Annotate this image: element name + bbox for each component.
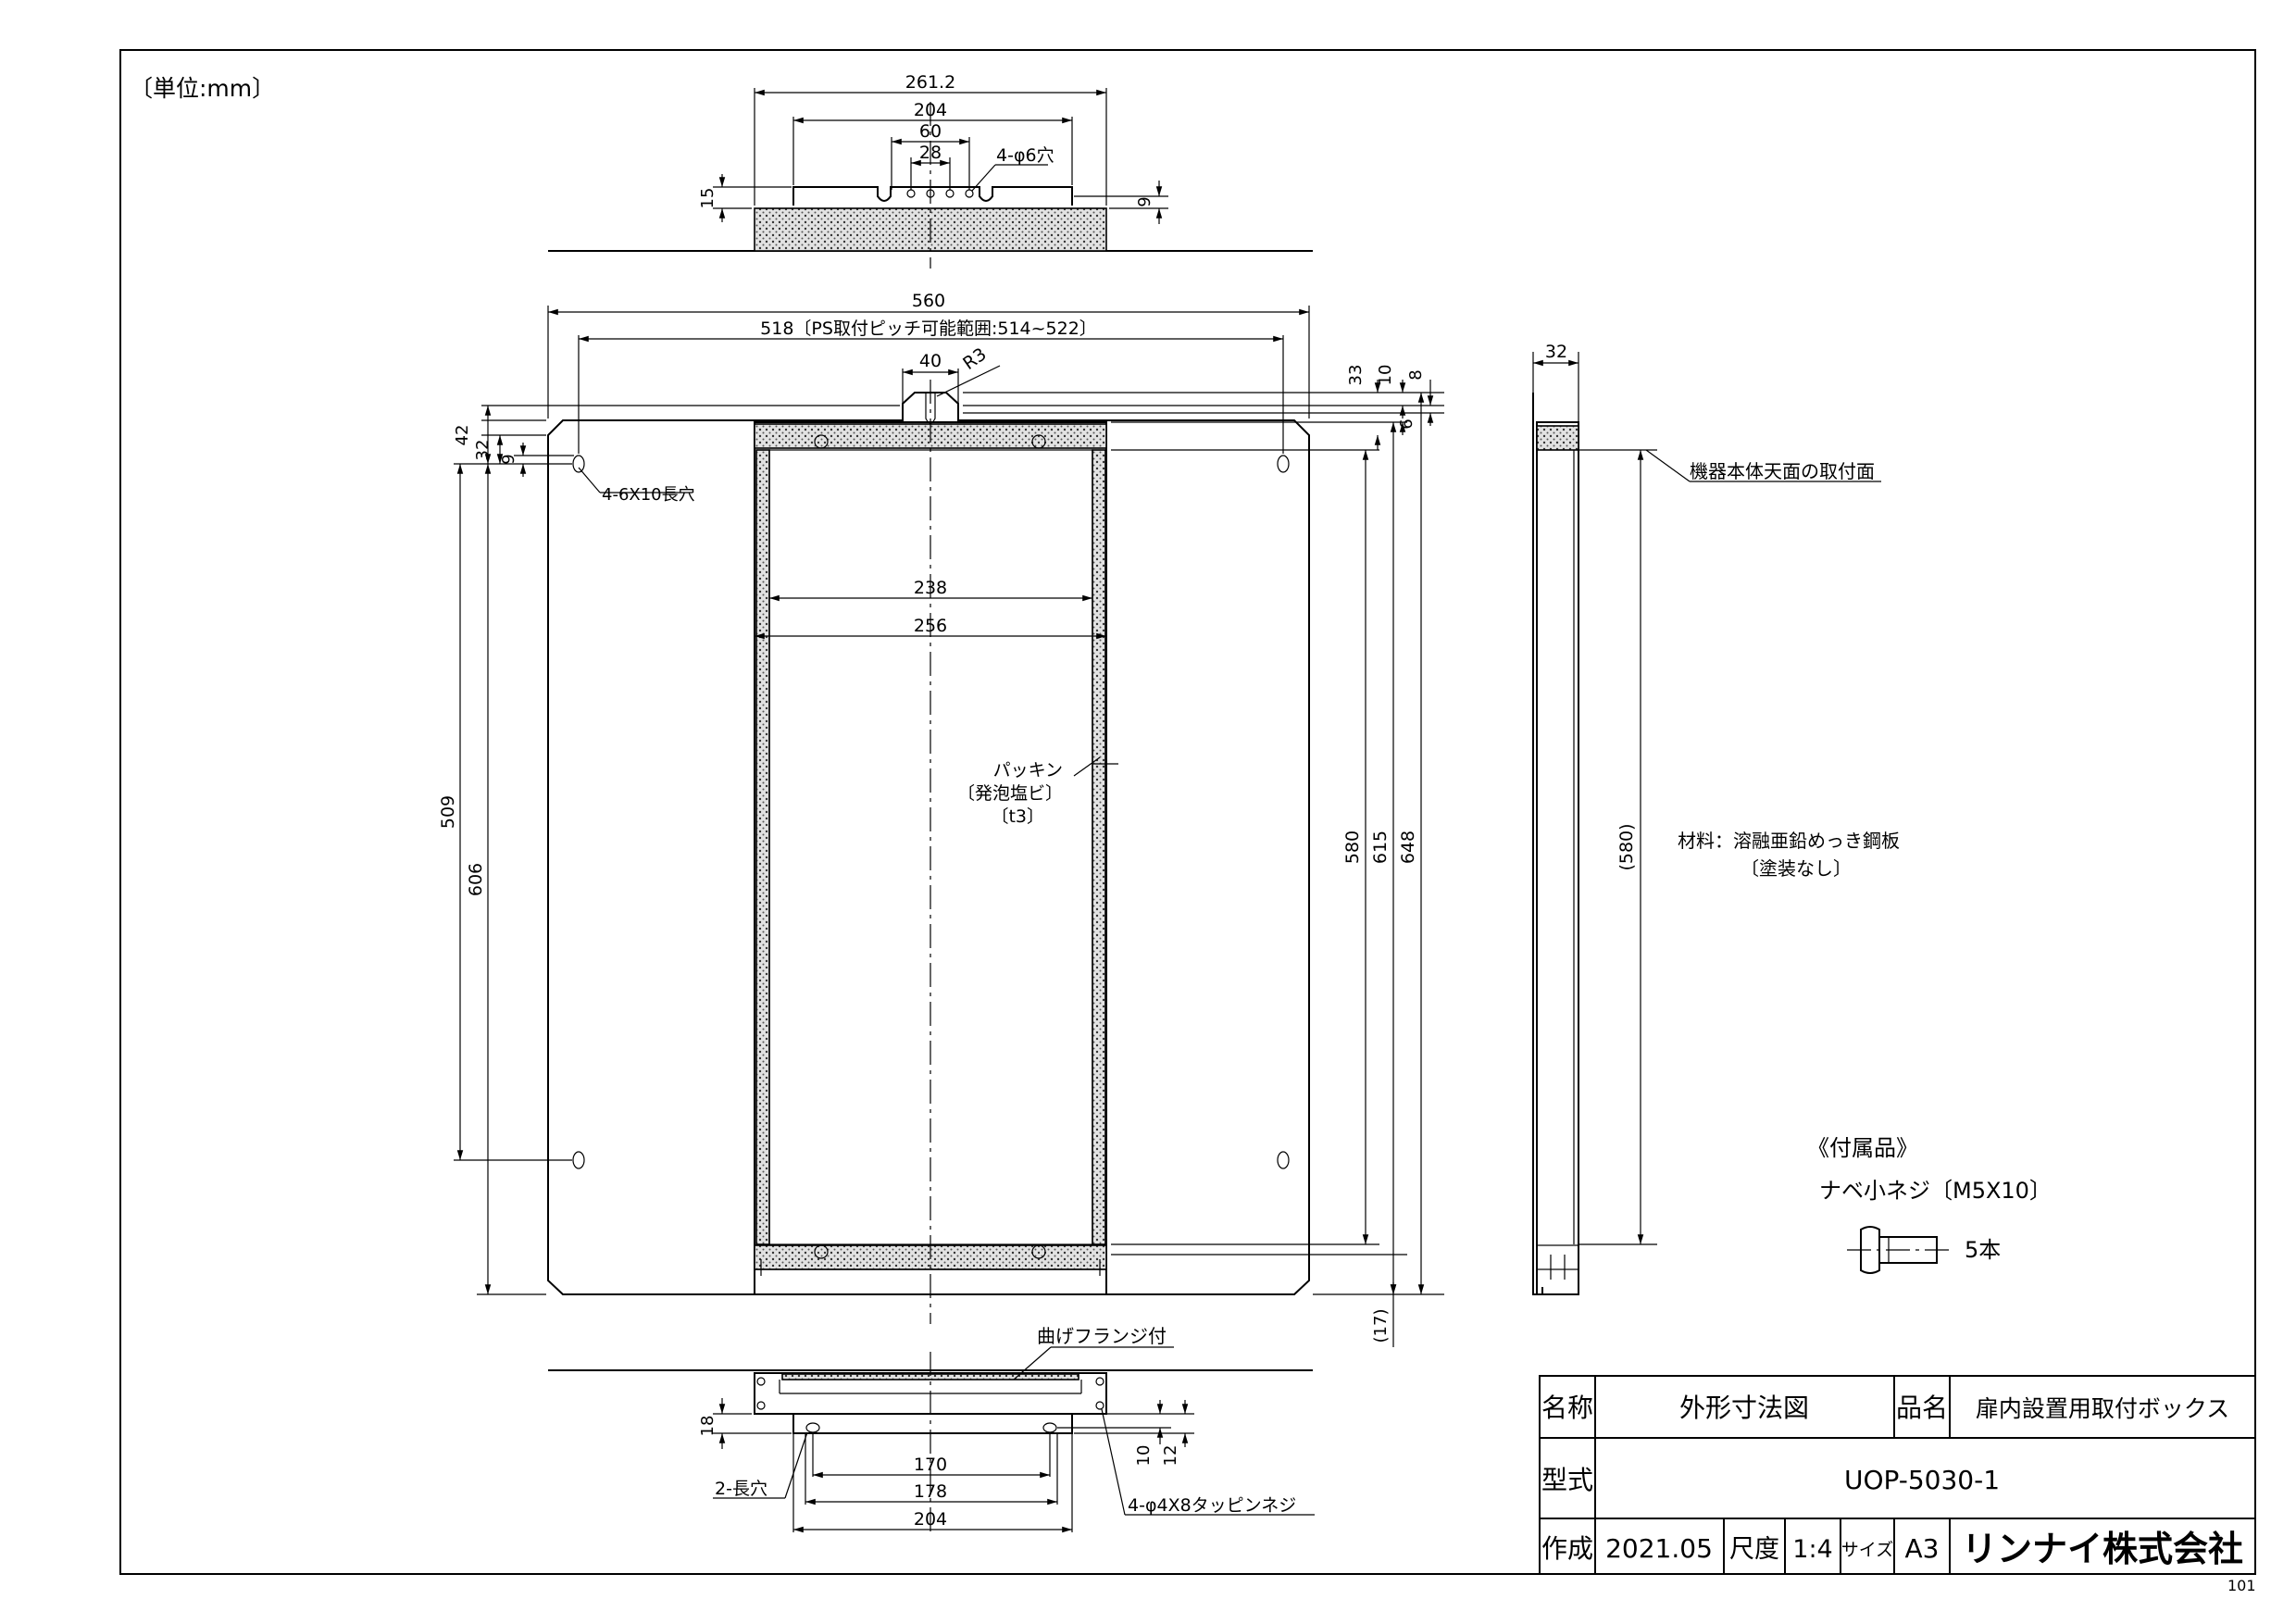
tb-model-label: 型式 [1541,1465,1593,1495]
front-dim-648: 648 [1398,831,1418,864]
side-view: 32 (580) 機器本体天面の取付面 [1532,342,1881,1295]
bottom-dim-170: 170 [914,1455,947,1475]
top-dim-9: 9 [1135,196,1154,206]
tb-size-label: サイズ [1841,1540,1893,1560]
front-dim-238: 238 [914,578,947,598]
side-dim-32: 32 [1545,342,1567,362]
tb-model-value: UOP-5030-1 [1844,1465,2000,1495]
accessory-qty: 5本 [1965,1237,2001,1263]
tb-made-label: 作成 [1541,1533,1593,1564]
bottom-view: 曲げフランジ付 18 170 178 204 10 12 2-長穴 [548,1325,1315,1537]
bottom-dim-178: 178 [914,1481,947,1502]
bottom-screw-note: 4-φ4X8タッピンネジ [1128,1495,1296,1516]
screw-icon [1860,1226,1880,1274]
top-dim-28: 28 [919,143,942,163]
bottom-dim-10: 10 [1134,1445,1154,1467]
title-block: 名称 外形寸法図 品名 扉内設置用取付ボックス 型式 UOP-5030-1 作成… [1539,1375,2256,1575]
tb-size-value: A3 [1905,1533,1940,1564]
bottom-dim-204: 204 [914,1509,947,1530]
top-dim-15: 15 [698,188,718,209]
top-hole-note: 4-φ6穴 [996,145,1054,166]
tb-product-value: 扉内設置用取付ボックス [1976,1395,2229,1422]
front-view: 560 518〔PS取付ピッチ可能範囲:514~522〕 40 R3 238 2… [438,291,1444,1347]
front-dim-580: 580 [1342,831,1363,864]
tb-company: リンナイ株式会社 [1962,1529,2243,1569]
material-note-1: 材料：溶融亜鉛めっき鋼板 [1678,830,1900,852]
top-view: 261.2 204 60 28 4-φ6穴 15 9 [548,72,1313,269]
front-dim-509: 509 [438,795,458,829]
bottom-slot-note: 2-長穴 [715,1479,767,1499]
packing-note-2: 〔発泡塩ビ〕 [957,783,1063,804]
front-dim-42: 42 [453,425,472,446]
sheet-code: 101 [2227,1577,2256,1594]
tb-product-label: 品名 [1896,1393,1948,1423]
accessory-block: 《付属品》 ナベ小ネジ〔M5X10〕 5本 [1807,1135,2052,1274]
front-dim-10: 10 [1376,365,1395,386]
material-note-2: 〔塗装なし〕 [1741,857,1852,880]
bottom-dim-12: 12 [1161,1445,1180,1467]
side-mount-note: 機器本体天面の取付面 [1690,460,1875,482]
packing-note-3: 〔t3〕 [991,806,1044,827]
unit-note: 〔単位:mm〕 [130,75,275,102]
front-dim-6: 6 [1397,418,1416,429]
sheet-border [119,49,2256,1575]
tb-name-value: 外形寸法図 [1679,1393,1809,1423]
tb-name-label: 名称 [1541,1393,1593,1423]
front-pitch-note: 518〔PS取付ピッチ可能範囲:514~522〕 [760,319,1097,339]
top-dim-261: 261.2 [905,72,955,93]
tb-made-value: 2021.05 [1605,1533,1713,1564]
accessory-item: ナベ小ネジ〔M5X10〕 [1819,1178,2052,1204]
front-notch-radius: R3 [959,344,990,375]
packing-note-1: パッキン [993,760,1063,781]
bottom-dim-18: 18 [698,1416,718,1437]
front-dim-32: 32 [473,440,493,461]
top-dim-204: 204 [914,100,947,120]
front-dim-33: 33 [1346,365,1366,386]
front-dim-8: 8 [1406,369,1426,380]
front-dim-615: 615 [1370,831,1391,864]
front-dim-17: (17) [1371,1309,1391,1343]
bottom-flange-note: 曲げフランジ付 [1037,1325,1167,1347]
front-dim-9: 9 [499,454,518,464]
front-dim-40: 40 [919,351,942,371]
tb-scale-value: 1:4 [1792,1535,1832,1564]
front-dim-560: 560 [912,291,945,311]
side-dim-580: (580) [1616,823,1637,870]
front-dim-606: 606 [466,863,486,896]
tb-scale-label: 尺度 [1729,1535,1779,1564]
front-slot-note: 4-6X10長穴 [602,485,695,505]
front-dim-256: 256 [914,616,947,636]
accessory-title: 《付属品》 [1807,1135,1918,1161]
top-dim-60: 60 [919,121,942,142]
